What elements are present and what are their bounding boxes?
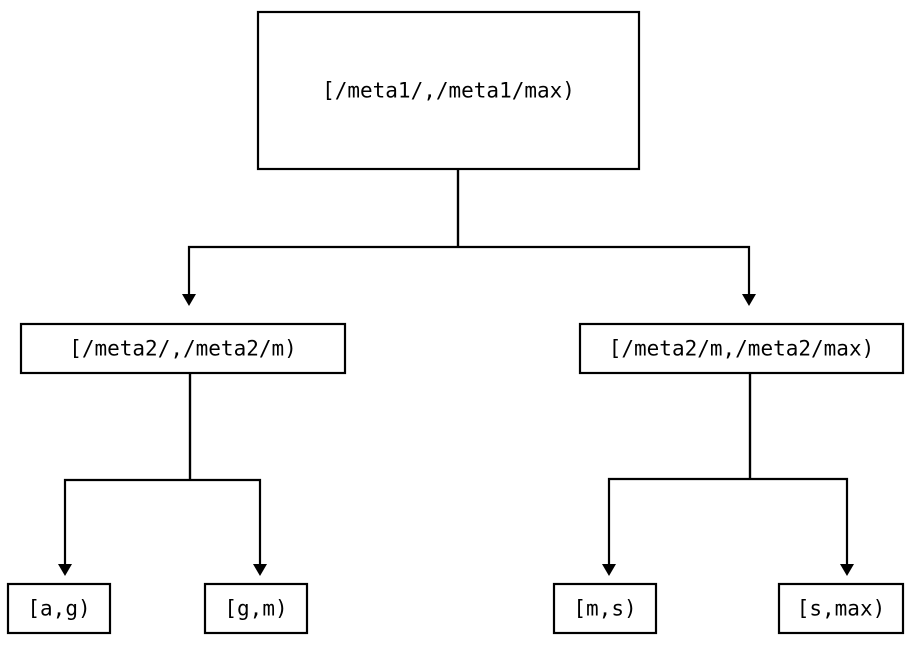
node-label: [s,max) — [797, 597, 886, 621]
node-box[interactable] — [203, 582, 309, 635]
edge-elbow — [63, 478, 190, 564]
node-label: [/meta2/m,/meta2/max) — [609, 337, 875, 361]
edges-layer — [58, 169, 854, 576]
node-leaf-4[interactable]: [s,max) — [777, 582, 905, 635]
node-label: [/meta1/,/meta1/max) — [322, 79, 575, 103]
node-box[interactable] — [777, 582, 905, 635]
node-mid-left[interactable]: [/meta2/,/meta2/m) — [19, 322, 347, 375]
node-box[interactable] — [578, 322, 905, 375]
node-box[interactable] — [552, 582, 658, 635]
edge-mid-right-to-leaf-3 — [602, 373, 752, 576]
arrowhead-icon — [58, 564, 72, 576]
node-mid-right[interactable]: [/meta2/m,/meta2/max) — [578, 322, 905, 375]
node-leaf-1[interactable]: [a,g) — [6, 582, 112, 635]
node-box[interactable] — [256, 10, 641, 171]
edge-elbow — [190, 478, 262, 564]
node-label: [m,s) — [573, 597, 636, 621]
arrowhead-icon — [742, 294, 756, 306]
arrowhead-icon — [602, 564, 616, 576]
edge-mid-left-to-leaf-1 — [58, 373, 192, 576]
node-leaf-3[interactable]: [m,s) — [552, 582, 658, 635]
edge-elbow — [607, 477, 750, 564]
edge-elbow — [750, 477, 849, 564]
arrowhead-icon — [840, 564, 854, 576]
arrowhead-icon — [253, 564, 267, 576]
nodes-layer: [/meta1/,/meta1/max) [/meta2/,/meta2/m) [/… — [6, 10, 905, 635]
node-root[interactable]: [/meta1/,/meta1/max) — [256, 10, 641, 171]
edge-root-to-mid-right — [456, 169, 756, 306]
edge-elbow — [458, 245, 751, 294]
node-box[interactable] — [6, 582, 112, 635]
node-box[interactable] — [19, 322, 347, 375]
edge-elbow — [187, 245, 458, 294]
edge-mid-left-to-leaf-2 — [188, 373, 267, 576]
node-label: [/meta2/,/meta2/m) — [69, 337, 297, 361]
edge-mid-right-to-leaf-4 — [748, 373, 854, 576]
edge-root-to-mid-left — [182, 169, 460, 306]
node-leaf-2[interactable]: [g,m) — [203, 582, 309, 635]
node-label: [a,g) — [27, 597, 90, 621]
node-label: [g,m) — [224, 597, 287, 621]
arrowhead-icon — [182, 294, 196, 306]
